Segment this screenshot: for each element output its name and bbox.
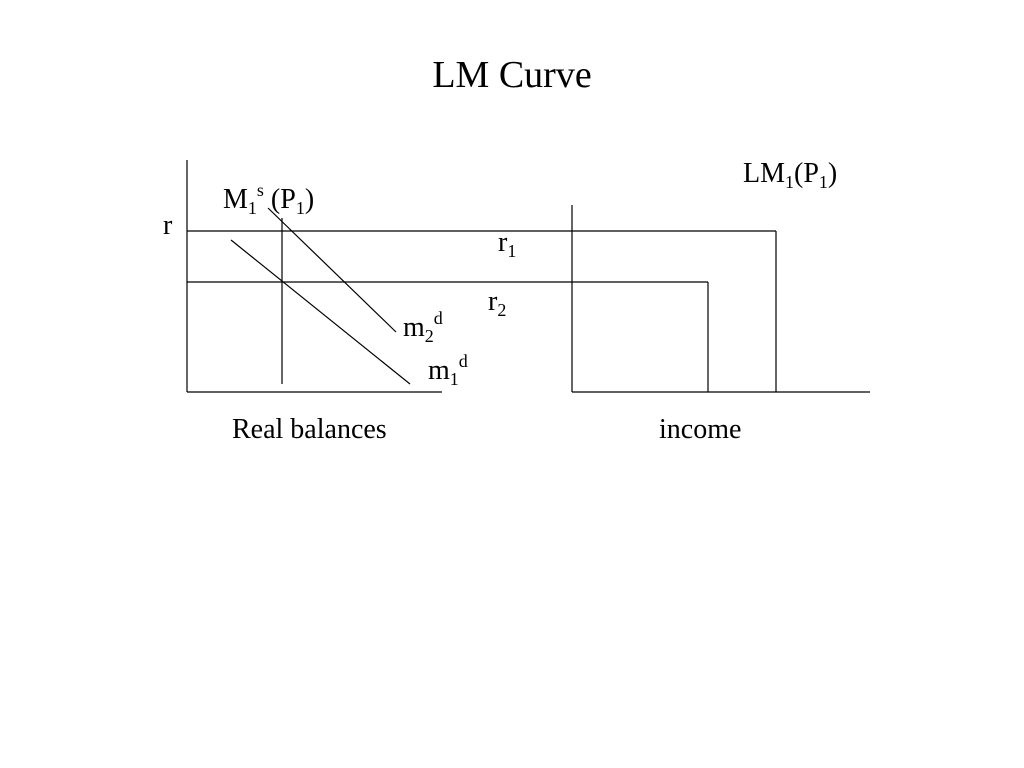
money-market-panel [186,160,442,393]
money-demand-m2-label: m2d [403,308,443,346]
money-demand-m1-line [230,239,411,385]
money-supply-label: M1s (P1) [223,180,314,218]
money-demand-m1-label: m1d [428,351,468,389]
goods-market-panel [571,205,870,393]
lm-curve-label: LM1(P1) [743,158,837,192]
page-title: LM Curve [432,54,592,96]
r-axis-label: r [163,210,173,241]
r2-label: r2 [488,286,506,320]
r1-label: r1 [498,227,516,261]
income-axis-label: income [659,414,741,445]
money-demand-m2-line [267,207,397,333]
real-balances-axis-label: Real balances [232,414,387,445]
